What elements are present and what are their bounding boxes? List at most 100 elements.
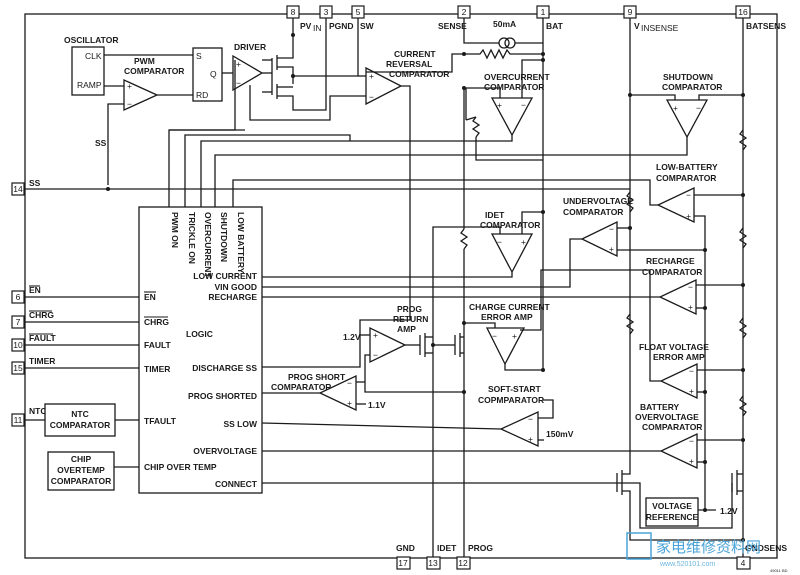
svg-text:SS: SS (95, 138, 107, 148)
svg-text:PROG: PROG (468, 543, 493, 553)
prog-ret-amp (369, 326, 407, 364)
svg-text:IDET: IDET (437, 543, 457, 553)
svg-text:COMPARATOR: COMPARATOR (484, 82, 544, 92)
svg-text:CHARGE CURRENT: CHARGE CURRENT (469, 302, 551, 312)
svg-text:ERROR AMP: ERROR AMP (653, 352, 705, 362)
resistor-divider-vin (625, 191, 635, 335)
pin-pvin: 8 PV IN (286, 5, 322, 33)
svg-text:CHRG: CHRG (29, 310, 54, 320)
oscillator-label: OSCILLATOR (64, 35, 118, 45)
svg-text:1.2V: 1.2V (343, 332, 361, 342)
svg-text:11: 11 (14, 415, 23, 425)
pin-ss: 14 SS (11, 178, 41, 196)
svg-text:DISCHARGE SS: DISCHARGE SS (192, 363, 257, 373)
svg-text:BATSENS: BATSENS (746, 21, 786, 31)
pin-timer: 15 TIMER (11, 356, 55, 375)
svg-text:−: − (127, 99, 132, 109)
svg-text:PROG SHORTED: PROG SHORTED (188, 391, 257, 401)
svg-text:V: V (634, 21, 640, 31)
svg-text:+: + (689, 386, 694, 396)
svg-text:COMPARATOR: COMPARATOR (271, 382, 331, 392)
svg-text:COMPARATOR: COMPARATOR (642, 422, 702, 432)
svg-text:NTC: NTC (29, 406, 46, 416)
prog-shorted-comparator (318, 374, 357, 412)
svg-text:PROG SHORT: PROG SHORT (288, 372, 346, 382)
svg-text:5: 5 (356, 7, 361, 17)
svg-text:SS: SS (29, 178, 41, 188)
svg-text:−: − (528, 414, 533, 424)
svg-text:www.520101.com: www.520101.com (659, 561, 715, 568)
svg-text:CONNECT: CONNECT (215, 479, 258, 489)
svg-text:SS LOW: SS LOW (223, 419, 258, 429)
svg-text:COMPARATOR: COMPARATOR (51, 476, 111, 486)
svg-text:1.2V: 1.2V (720, 506, 738, 516)
svg-text:GND: GND (396, 543, 415, 553)
svg-text:−: − (347, 378, 352, 388)
svg-text:PWM: PWM (134, 56, 155, 66)
svg-text:−: − (373, 350, 378, 360)
svg-text:15: 15 (13, 363, 23, 373)
svg-text:COPMPARATOR: COPMPARATOR (478, 395, 544, 405)
svg-text:SHUTDOWN: SHUTDOWN (219, 212, 229, 262)
pin-idet: 13 IDET (426, 543, 457, 570)
current-source-50ma (498, 37, 516, 49)
chip-overtemp-comparator-block (47, 451, 115, 491)
svg-text:+: + (521, 237, 526, 247)
svg-text:LOW-BATTERY: LOW-BATTERY (656, 162, 718, 172)
pin-prog: 12 PROG (456, 543, 493, 570)
svg-text:COMPARATOR: COMPARATOR (124, 66, 184, 76)
svg-text:12: 12 (458, 558, 468, 568)
svg-text:COMPARATOR: COMPARATOR (389, 69, 449, 79)
svg-text:−: − (521, 100, 526, 110)
svg-text:Q: Q (210, 69, 217, 79)
svg-text:OVERVOLTAGE: OVERVOLTAGE (193, 446, 257, 456)
prog-mosfets (419, 333, 464, 357)
svg-text:IDET: IDET (485, 210, 505, 220)
svg-text:SW: SW (360, 21, 375, 31)
svg-text:1: 1 (541, 7, 546, 17)
svg-text:PV: PV (300, 21, 312, 31)
svg-text:BATTERY: BATTERY (640, 402, 680, 412)
svg-text:COMPARATOR: COMPARATOR (662, 82, 722, 92)
svg-text:REFERENCE: REFERENCE (646, 512, 699, 522)
logic-block (138, 206, 263, 494)
watermark: 家电维修资料网 www.520101.com (626, 532, 761, 568)
svg-text:−: − (688, 282, 693, 292)
junction-dots (106, 33, 745, 542)
pwm-comparator (123, 78, 159, 112)
svg-text:+: + (373, 330, 378, 340)
svg-text:家电维修资料网: 家电维修资料网 (656, 539, 761, 556)
svg-text:OVERCURRENT: OVERCURRENT (484, 72, 550, 82)
svg-text:PWM ON: PWM ON (170, 212, 180, 248)
svg-text:PGND: PGND (329, 21, 354, 31)
charge-current-error-amp (485, 327, 526, 366)
logic-left-ports: EN CHRG FAULT TIMER TFAULT CHIP OVER TEM… (144, 291, 217, 472)
logic-top-inputs: PWM ON TRICKLE ON OVERCURRENT SHUTDOWN L… (170, 212, 246, 278)
svg-text:LOGIC: LOGIC (186, 329, 213, 339)
svg-text:9: 9 (628, 7, 633, 17)
svg-text:VIN GOOD: VIN GOOD (214, 282, 257, 292)
svg-text:UNDERVOLTAGE: UNDERVOLTAGE (563, 196, 633, 206)
svg-text:SENSE: SENSE (438, 21, 467, 31)
svg-text:CURRENT: CURRENT (394, 49, 436, 59)
svg-text:RECHARGE: RECHARGE (646, 256, 695, 266)
undervoltage-comparator (580, 220, 618, 258)
svg-text:14: 14 (13, 184, 23, 194)
svg-text:1.1V: 1.1V (368, 400, 386, 410)
svg-text:3: 3 (324, 7, 329, 17)
svg-text:+: + (528, 434, 533, 444)
svg-text:16: 16 (738, 7, 748, 17)
svg-text:SHUTDOWN: SHUTDOWN (663, 72, 713, 82)
svg-text:COMPARATOR: COMPARATOR (50, 420, 110, 430)
svg-text:−: − (696, 103, 701, 113)
svg-text:COMPARATOR: COMPARATOR (656, 173, 716, 183)
pin-sw: 5 SW (351, 5, 375, 31)
pin-vinsense: 9 V INSENSE (623, 5, 679, 33)
current-reversal-comparator (365, 66, 403, 106)
svg-text:BAT: BAT (546, 21, 564, 31)
svg-text:CHIP OVER TEMP: CHIP OVER TEMP (144, 462, 217, 472)
svg-text:8: 8 (291, 7, 296, 17)
svg-text:−: − (236, 78, 241, 88)
svg-text:−: − (686, 190, 691, 200)
